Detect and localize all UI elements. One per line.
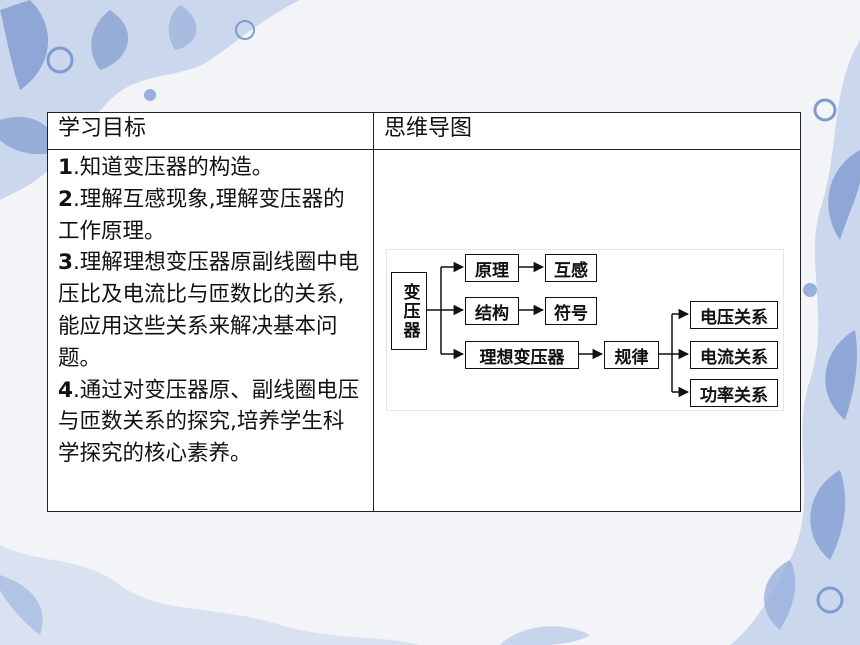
mindmap-principle-label: 原理 [475,260,509,281]
objectives-list: 1.知道变压器的构造。 2.理解互感现象,理解变压器的工作原理。 3.理解理想变… [47,149,374,512]
mindmap-node-voltage: 电压关系 [690,301,778,329]
mindmap-node-current: 电流关系 [690,341,778,369]
objective-text: .知道变压器的构造。 [72,155,274,180]
mindmap-node-principle: 原理 [465,254,519,282]
mindmap-node-mutual: 互感 [545,254,597,282]
objective-item-1: 1.知道变压器的构造。 [58,152,363,184]
mindmap-power-label: 功率关系 [700,385,768,406]
objective-item-3: 3.理解理想变压器原副线圈中电压比及电流比与匝数比的关系,能应用这些关系来解决基… [58,247,363,374]
mindmap-ideal-label: 理想变压器 [479,347,565,368]
objective-number: 1 [58,155,73,180]
floral-decoration-bottom [0,545,590,645]
objective-number: 3 [58,250,73,276]
objective-item-2: 2.理解互感现象,理解变压器的工作原理。 [58,184,363,248]
mindmap-node-ideal-transformer: 理想变压器 [465,341,579,369]
mindmap-cell: 变压器 原理 互感 结构 符号 理想变压器 规律 电压关系 电流关系 功率关系 [373,149,801,512]
objective-item-4: 4.通过对变压器原、副线圈电压与匝数关系的探究,培养学生科学探究的核心素养。 [58,375,363,470]
mindmap-diagram: 变压器 原理 互感 结构 符号 理想变压器 规律 电压关系 电流关系 功率关系 [386,249,784,411]
mindmap-node-law: 规律 [604,341,659,369]
mindmap-mutual-label: 互感 [554,260,588,281]
mindmap-symbol-label: 符号 [554,303,588,324]
header-objectives: 学习目标 [47,112,374,150]
objective-number: 4 [58,377,73,403]
floral-decoration-right [730,40,860,645]
mindmap-node-root: 变压器 [391,272,427,350]
mindmap-voltage-label: 电压关系 [700,307,768,328]
mindmap-law-label: 规律 [614,347,649,368]
objectives-table: 学习目标 思维导图 1.知道变压器的构造。 2.理解互感现象,理解变压器的工作原… [47,112,801,512]
mindmap-current-label: 电流关系 [700,347,768,368]
mindmap-root-label: 变压器 [399,282,420,340]
mindmap-node-structure: 结构 [465,297,519,325]
header-mindmap: 思维导图 [373,112,801,150]
floral-decoration-top-left [0,0,300,200]
mindmap-node-symbol: 符号 [545,297,597,325]
objective-number: 2 [58,186,73,212]
objective-text: .理解互感现象,理解变压器的工作原理。 [58,186,345,244]
objective-text: .理解理想变压器原副线圈中电压比及电流比与匝数比的关系,能应用这些关系来解决基本… [58,250,360,371]
objective-text: .通过对变压器原、副线圈电压与匝数关系的探究,培养学生科学探究的核心素养。 [58,377,360,467]
mindmap-connectors [427,261,690,398]
mindmap-structure-label: 结构 [475,303,509,324]
mindmap-node-power: 功率关系 [690,379,778,407]
